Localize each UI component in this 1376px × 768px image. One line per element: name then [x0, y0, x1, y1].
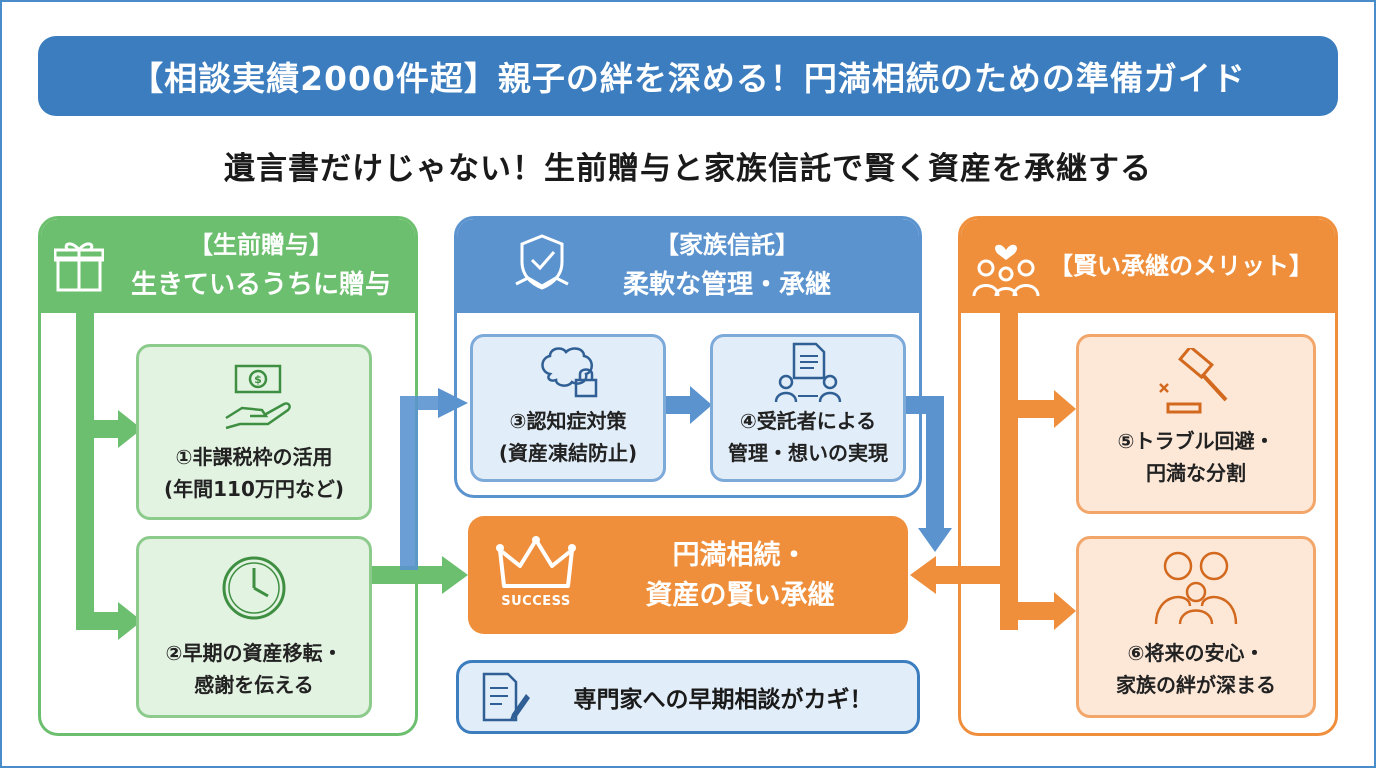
key-message: 専門家への早期相談がカギ！: [573, 687, 873, 713]
family-heart-icon: [972, 244, 1040, 297]
card-future-security: ⑥将来の安心・ 家族の絆が深まる: [1076, 536, 1316, 718]
shield-handshake-icon: [515, 234, 569, 290]
card-dementia-line2: (資産凍結防止): [498, 441, 638, 465]
success-box: [468, 516, 908, 634]
gift-header-title: 【生前贈与】: [189, 231, 333, 259]
merit-header: 【賢い承継のメリット】: [961, 219, 1335, 313]
trust-header: 【家族信託】 柔軟な管理・承継: [457, 219, 919, 313]
card-future-line1: ⑥将来の安心・: [1127, 641, 1265, 665]
card-early-transfer-line2: 感謝を伝える: [194, 673, 314, 697]
page-title: 【相談実績2000件超】親子の絆を深める！円満相続のための準備ガイド: [38, 36, 1338, 116]
success-line2: 資産の賢い承継: [645, 580, 835, 611]
gift-icon: [54, 242, 104, 292]
elderly-family-icon: [1154, 551, 1238, 624]
card-dementia-line1: ③認知症対策: [509, 409, 627, 433]
page-subtitle: 遺言書だけじゃない！生前贈与と家族信託で賢く資産を承継する: [224, 150, 1152, 187]
card-future-line2: 家族の絆が深まる: [1116, 673, 1276, 697]
card-early-transfer: ②早期の資産移転・ 感謝を伝える: [136, 536, 372, 718]
trust-header-subtitle: 柔軟な管理・承継: [622, 270, 831, 300]
document-people-icon: [774, 342, 842, 403]
money-hand-icon: $: [225, 364, 291, 430]
gift-header: 【生前贈与】 生きているうちに贈与: [41, 219, 415, 313]
card-dementia-measures: ③認知症対策 (資産凍結防止): [470, 334, 666, 482]
card-early-transfer-line1: ②早期の資産移転・: [165, 641, 343, 665]
success-message: 円満相続・ 資産の賢い承継: [590, 536, 890, 616]
card-avoid-trouble: ⑤トラブル回避・ 円満な分割: [1076, 334, 1316, 514]
card-trustee-management: ④受託者による 管理・想いの実現: [710, 334, 906, 482]
card-trustee-line1: ④受託者による: [739, 409, 877, 433]
gift-header-subtitle: 生きているうちに贈与: [130, 270, 391, 300]
card-tax-free-line2: (年間110万円など): [163, 477, 345, 501]
svg-text:$: $: [254, 373, 262, 386]
card-avoid-trouble-line2: 円満な分割: [1146, 461, 1246, 485]
gavel-icon: [1159, 348, 1228, 414]
success-label: SUCCESS: [501, 594, 571, 609]
card-avoid-trouble-line1: ⑤トラブル回避・: [1117, 429, 1275, 453]
card-trustee-line2: 管理・想いの実現: [728, 441, 888, 465]
document-pen-icon: [482, 672, 530, 722]
success-line1: 円満相続・: [672, 540, 808, 571]
card-tax-free-line1: ①非課税枠の活用: [175, 445, 333, 469]
trust-header-title: 【家族信託】: [655, 231, 799, 259]
clock-icon: [222, 556, 286, 620]
brain-lock-icon: [541, 347, 598, 398]
key-message-box: [456, 660, 920, 734]
crown-icon: [496, 536, 576, 588]
merit-header-title: 【賢い承継のメリット】: [1049, 252, 1313, 280]
